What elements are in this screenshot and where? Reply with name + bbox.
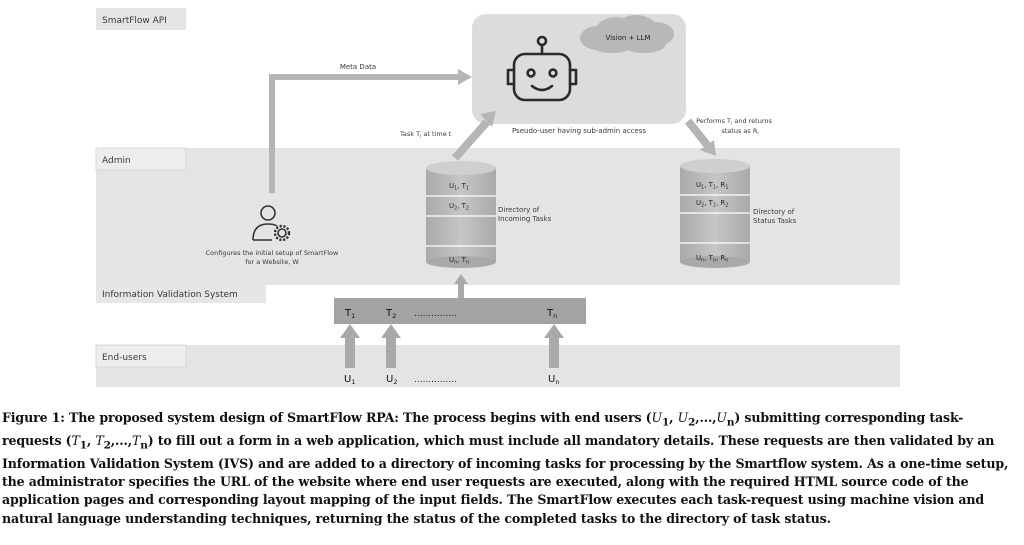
incoming-label-2: Incoming Tasks: [498, 215, 552, 223]
task-bar: [334, 298, 586, 324]
robot-icon: [506, 35, 578, 102]
caption-t-math: T: [71, 432, 80, 448]
caption-u1: 1: [661, 416, 670, 429]
meta-data-arrowhead: [458, 69, 472, 85]
task-bar-t1: T1: [344, 308, 355, 320]
incoming-row-2: U2, T2: [449, 202, 469, 212]
lane-users-tab: [95, 344, 187, 368]
caption-s2: ) submitting corresponding task-requests…: [2, 410, 964, 448]
caption-u-math: U: [651, 410, 663, 425]
user-dots: ...............: [414, 375, 457, 385]
caption-tn: n: [140, 439, 148, 452]
meta-data-arrow: [269, 74, 458, 193]
task-bar-tn: Tn: [546, 308, 557, 320]
task-arrowhead: [480, 111, 496, 127]
caption-comma2: ,: [86, 432, 96, 448]
caption-figure-label: Figure 1:: [2, 410, 65, 425]
caption-t2: 2: [103, 439, 111, 452]
task-bar-dots: ...............: [414, 309, 457, 319]
status-label-2: Status Tasks: [753, 217, 797, 225]
caption-t1: 1: [79, 439, 87, 452]
lane-api-label: SmartFlow API: [102, 16, 167, 26]
incoming-row-n: Un, Tn: [449, 256, 469, 266]
user-arrows: [340, 324, 564, 368]
lane-admin-tab: [95, 147, 187, 171]
status-tasks-cylinder: [680, 159, 750, 268]
caption-s1: The proposed system design of SmartFlow …: [64, 410, 652, 425]
lane-users-label: End-users: [102, 353, 147, 363]
meta-data-label: Meta Data: [340, 63, 376, 71]
cloud-shape: [580, 15, 674, 53]
status-row-2: U2, T2, R2: [696, 199, 728, 209]
incoming-tasks-cylinder: [426, 161, 496, 268]
admin-config-line2: for a Website, W: [245, 258, 299, 266]
incoming-label-1: Directory of: [498, 206, 540, 214]
user-u2: U2: [386, 374, 397, 386]
performs-label-1: Performs Ti and returns: [696, 117, 772, 127]
system-diagram: SmartFlow API Admin Information Validati…: [95, 8, 900, 387]
user-un: Un: [548, 374, 559, 386]
user-u1: U1: [344, 374, 355, 386]
bot-label: Pseudo-user having sub-admin access: [512, 127, 646, 135]
task-arrow: [452, 119, 490, 161]
caption-un: n: [726, 416, 735, 429]
lane-admin-label: Admin: [102, 156, 131, 166]
performs-label-2: status as Ri: [721, 127, 758, 137]
task-bar-t2: T2: [385, 308, 396, 320]
lane-users: [96, 345, 900, 387]
caption-comma1: ,: [669, 410, 678, 425]
caption-t2-math: T: [95, 432, 104, 448]
bar-to-incoming-arrowhead: [454, 274, 468, 284]
admin-user-gear-icon: [252, 205, 291, 242]
status-row-1: U1, T1, R1: [696, 181, 728, 191]
caption-ellipsis-u: ,...,: [695, 410, 717, 425]
caption-ellipsis-t: ,...,: [110, 432, 132, 448]
caption-tn-math: T: [131, 432, 141, 448]
caption-s3: ) to fill out a form in a web applicatio…: [2, 432, 1009, 526]
performs-arrowhead: [700, 140, 716, 156]
lane-admin: [96, 148, 900, 285]
cloud-label: Vision + LLM: [605, 34, 650, 42]
figure-caption: Figure 1: The proposed system design of …: [2, 409, 1020, 528]
lane-ivs-label: Information Validation System: [102, 290, 238, 300]
lane-ivs-tab: [96, 283, 266, 303]
performs-arrow: [684, 118, 712, 149]
caption-un-math: U: [716, 410, 727, 425]
caption-u2-math: U: [677, 410, 689, 425]
caption-u2: 2: [688, 416, 696, 429]
lane-api-tab: [96, 8, 186, 30]
status-label-1: Directory of: [753, 208, 795, 216]
status-row-n: Un, Tn, Rn: [696, 254, 728, 264]
admin-config-line1: Configures the initial setup of SmartFlo…: [206, 249, 339, 257]
incoming-row-1: U1, T1: [449, 182, 469, 192]
task-label: Task Ti at time t: [399, 130, 452, 140]
